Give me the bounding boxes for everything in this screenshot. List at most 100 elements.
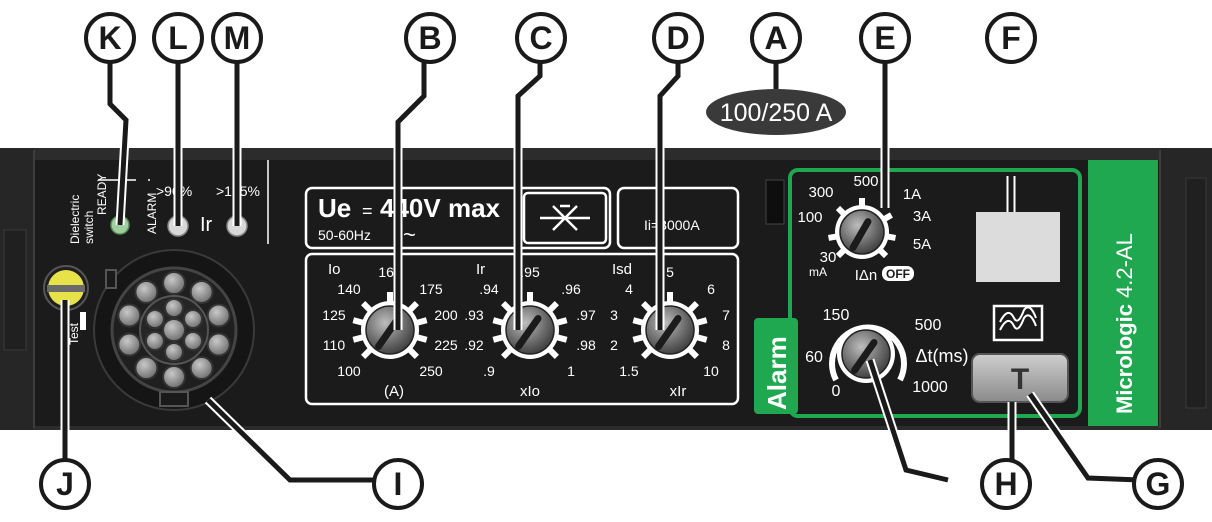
- dial-label: IΔn: [855, 267, 878, 284]
- connector-pin: [144, 309, 165, 329]
- dial-tick: [556, 334, 568, 343]
- rating-badge: 100/250 A: [706, 89, 846, 135]
- dial-tick-label: 4: [625, 281, 633, 297]
- lcd-display: [976, 212, 1060, 282]
- dielectric-switch[interactable]: [43, 265, 89, 311]
- callout-leaders: [60, 58, 1141, 485]
- dial-knob-ir[interactable]: [501, 301, 559, 359]
- dial-tick: [361, 301, 373, 313]
- dial-tick-label: .95: [520, 264, 540, 280]
- dial-tick-label: 175: [419, 281, 443, 297]
- dial-title: Io: [328, 261, 341, 278]
- callout-letter: L: [168, 20, 188, 56]
- dial-tick-label: 225: [434, 337, 458, 353]
- dial-tick: [547, 301, 559, 313]
- connector-pin: [164, 298, 184, 318]
- connector-pin: [164, 342, 184, 362]
- dial-knob-isd[interactable]: [641, 301, 699, 359]
- ac-symbol: ~: [403, 222, 416, 247]
- dial-unit: mA: [809, 265, 827, 279]
- dial-tick-label: 1: [567, 363, 575, 379]
- dial-tick: [492, 334, 504, 343]
- dial-tick-label: .92: [464, 337, 484, 353]
- dial-tick-label: 140: [337, 281, 361, 297]
- dial-knob-dt[interactable]: [837, 325, 895, 383]
- dial-tick: [641, 301, 653, 313]
- connector-pin: [162, 271, 186, 295]
- alarm-tag: Alarm: [762, 336, 792, 410]
- connector-pin: [206, 303, 231, 328]
- dial-title: Isd: [612, 261, 632, 278]
- callout-letter: K: [98, 20, 121, 56]
- callout-j: J: [39, 458, 91, 510]
- dial-tick: [696, 334, 708, 343]
- callout-b: B: [404, 12, 456, 64]
- dial-tick-label: 5: [666, 264, 674, 280]
- dial-tick-label: .97: [576, 307, 596, 323]
- dial-unit: (A): [384, 383, 404, 400]
- off-label: OFF: [886, 267, 910, 281]
- callout-letter: C: [529, 20, 552, 56]
- isolation-symbol-icon: [540, 204, 590, 231]
- dial-tick: [361, 347, 373, 359]
- callout-leader: [107, 61, 129, 226]
- switch-label: switch: [82, 211, 96, 244]
- callout-a: A: [750, 12, 802, 64]
- dial-tick: [687, 301, 699, 313]
- dial-title: Ir: [476, 261, 485, 278]
- dial-tick: [407, 301, 419, 313]
- dial-tick-label: .93: [464, 307, 484, 323]
- dial-tick-label: 30: [820, 249, 837, 266]
- callout-leader: [515, 61, 543, 330]
- frequency: 50-60Hz: [318, 227, 371, 243]
- filter-icon: [992, 304, 1044, 342]
- dial-tick-label: 60: [805, 349, 823, 366]
- dial-tick-label: 500: [915, 317, 942, 334]
- dial-tick: [416, 317, 428, 326]
- dial-tick: [501, 347, 513, 359]
- callout-letter: M: [224, 20, 251, 56]
- dial-tick-label: .96: [561, 281, 581, 297]
- dielectric-label: Dielectric: [68, 195, 82, 244]
- dial-knob-io[interactable]: [361, 301, 419, 359]
- connector-pin: [144, 331, 165, 351]
- test-button[interactable]: T: [971, 353, 1069, 403]
- test-button-label: T: [1011, 363, 1029, 396]
- dial-tick: [632, 334, 644, 343]
- callout-i: I: [372, 458, 424, 510]
- ii-rating: Ii=3000A: [644, 217, 700, 233]
- dial-tick-label: 110: [323, 337, 346, 353]
- dial-tick-label: 1.5: [619, 363, 639, 379]
- test-connector[interactable]: [93, 249, 255, 411]
- dial-tick: [492, 317, 504, 326]
- callout-c: C: [515, 12, 567, 64]
- dial-tick: [641, 347, 653, 359]
- dial-tick: [547, 347, 559, 359]
- dial-tick-label: 3: [610, 307, 618, 323]
- dial-tick-label: 100: [337, 363, 361, 379]
- connector-pin: [189, 356, 214, 381]
- dial-tick-label: 300: [808, 184, 833, 201]
- rating-badge-text: 100/250 A: [720, 99, 833, 127]
- ready-label: READY: [95, 174, 109, 215]
- knob-pointer: [851, 339, 878, 374]
- callout-m: M: [211, 12, 263, 64]
- dial-tick-label: 5A: [913, 236, 931, 253]
- dial-tick-label: 3A: [913, 208, 931, 225]
- dial-tick: [632, 317, 644, 326]
- dial-knob-idn[interactable]: [835, 205, 889, 259]
- dielectric-switch-area: Dielectric switch Test: [43, 195, 96, 345]
- dial-tick-label: 2: [610, 337, 618, 353]
- off-indicator: OFF: [882, 266, 914, 281]
- callout-letter: A: [764, 20, 787, 56]
- ue-symbol: Ue: [318, 193, 351, 223]
- dial-tick-label: .94: [479, 281, 499, 297]
- dial-tick-label: 10: [703, 363, 719, 379]
- callout-letter: E: [874, 20, 895, 56]
- dial-tick-label: 7: [722, 307, 730, 323]
- callout-letter: F: [1001, 20, 1021, 56]
- callout-leader: [867, 359, 949, 483]
- dial-tick: [696, 317, 708, 326]
- dial-unit: xIr: [670, 383, 687, 400]
